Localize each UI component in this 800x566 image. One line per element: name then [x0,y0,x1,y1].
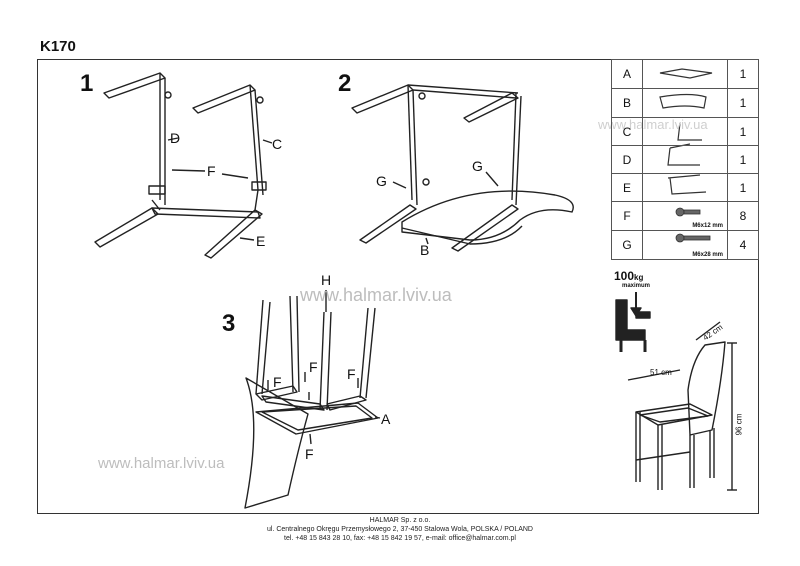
step-number-2: 2 [338,70,352,97]
parts-row: E 1 [611,173,759,202]
watermark-center: www.halmar.lviv.ua [300,285,452,305]
parts-row: G M6x28 mm 4 [611,230,759,260]
part-image [642,88,728,118]
part-image: M6x28 mm [642,230,728,260]
footer-contact: tel. +48 15 843 28 10, fax: +48 15 842 1… [284,535,516,542]
document-title: K170 [40,38,76,55]
label-f-1: F [273,374,282,390]
dimension-height: 96 cm [734,413,744,436]
max-load-value: 100kg [614,269,643,283]
instruction-frame [37,59,759,514]
max-load-label: maximum [622,283,651,289]
max-load-unit: kg [634,273,644,282]
footer-address: ul. Centralnego Okręgu Przemysłowego 2, … [266,526,533,533]
part-key: A [611,59,643,89]
step-number-1: 1 [80,70,94,97]
label-f-3: F [347,366,356,382]
label-g-left: G [376,173,387,189]
parts-row: A 1 [611,59,759,89]
label-f-2: F [309,359,318,375]
footer-company: HALMAR Sp. z o.o. [369,517,431,524]
part-image [642,173,728,202]
part-key: G [611,230,643,260]
label-c: C [272,136,283,152]
label-a: A [381,411,391,427]
part-qty: 4 [727,230,759,260]
label-h: H [321,272,332,288]
parts-row: D 1 [611,145,759,174]
dimensioned-chair [627,321,737,491]
part-spec: M6x28 mm [692,252,723,258]
part-key: B [611,88,643,118]
part-qty: 1 [727,59,759,89]
part-qty: 1 [727,88,759,118]
max-load-number: 100 [614,269,635,283]
step1-frame-c [192,84,267,259]
dimension-depth: 51 cm [650,368,672,377]
part-key: E [611,173,643,202]
max-load-icon [615,292,651,352]
parts-row: C 1 [611,117,759,146]
part-qty: 8 [727,201,759,231]
parts-row: B 1 [611,88,759,118]
label-d: D [170,130,181,146]
part-qty: 1 [727,173,759,202]
label-f: F [207,163,216,179]
step3-drawing [244,290,381,509]
watermark-bottom: www.halmar.lviv.ua [98,455,225,472]
parts-table: A 1 B 1 C 1 D 1 E 1 F M6x12 mm 8 G M6x28… [611,59,759,260]
part-key: C [611,117,643,146]
label-f-bottom: F [305,446,314,462]
part-qty: 1 [727,145,759,174]
part-image [642,145,728,174]
step2-drawing [351,84,574,252]
part-image [642,59,728,89]
part-image [642,117,728,146]
step1-frame-d [94,72,261,248]
label-e: E [256,233,266,249]
parts-row: F M6x12 mm 8 [611,201,759,231]
part-key: D [611,145,643,174]
step-number-3: 3 [222,310,236,337]
label-g-right: G [472,158,483,174]
part-image: M6x12 mm [642,201,728,231]
part-qty: 1 [727,117,759,146]
part-key: F [611,201,643,231]
label-b: B [420,242,430,258]
part-spec: M6x12 mm [692,223,723,229]
